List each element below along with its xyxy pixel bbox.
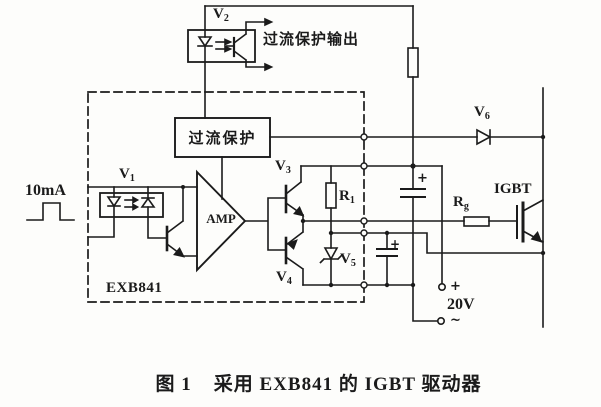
v2-optocoupler	[187, 17, 274, 72]
v1-optocoupler	[87, 186, 198, 239]
filter-cap-small	[376, 232, 398, 286]
v5-zener	[319, 232, 343, 286]
exb841-boundary	[87, 91, 365, 303]
filter-cap-large	[400, 165, 439, 322]
supply-minus-terminal	[436, 316, 445, 325]
overcurrent-protection-label: 过流保护	[188, 130, 257, 147]
small-cap-polarity: +	[390, 237, 401, 251]
v4-label: V4	[276, 269, 292, 287]
wires-top	[204, 5, 414, 167]
led-icon	[197, 36, 213, 48]
supply-plus-label: +	[450, 279, 461, 294]
v5-label: V5	[340, 251, 356, 269]
igbt-symbol	[516, 87, 545, 328]
amp-label: AMP	[206, 211, 236, 226]
input-transistor	[165, 186, 198, 258]
supply-plus-terminal	[437, 282, 446, 291]
igbt-label: IGBT	[494, 181, 532, 197]
series-resistor	[407, 47, 419, 78]
overcurrent-output-label: 过流保护输出	[263, 31, 360, 48]
supply-voltage-label: 20V	[447, 296, 475, 313]
exb841-label: EXB841	[106, 280, 163, 296]
supply-minus-label: ~	[450, 313, 461, 328]
wires-rails	[300, 165, 544, 286]
v1-label: V1	[119, 166, 135, 184]
amp-output-wire	[244, 197, 287, 251]
large-cap-polarity: +	[417, 171, 428, 186]
v2-label: V2	[213, 6, 229, 24]
amp-triangle	[196, 169, 247, 273]
led-icon	[106, 196, 122, 208]
junction-dots	[181, 134, 546, 288]
pin-terminals	[360, 133, 368, 289]
rg-resistor	[463, 216, 490, 227]
figure-caption: 图 1 采用 EXB841 的 IGBT 驱动器	[36, 369, 601, 396]
v6-diode	[476, 128, 492, 146]
figure-number: 图 1	[155, 374, 192, 395]
v3-label: V3	[275, 158, 291, 176]
rg-label: Rg	[453, 194, 469, 212]
input-pulse-icon	[26, 202, 75, 221]
push-pull-v4	[284, 220, 305, 286]
v6-label: V6	[474, 104, 490, 122]
r1-label: R1	[339, 188, 355, 206]
r1-resistor	[325, 165, 337, 234]
input-current-label: 10mA	[25, 182, 66, 199]
supply-terminals	[436, 165, 446, 325]
photodiode-icon	[140, 197, 156, 208]
figure-title: 采用 EXB841 的 IGBT 驱动器	[213, 374, 482, 395]
